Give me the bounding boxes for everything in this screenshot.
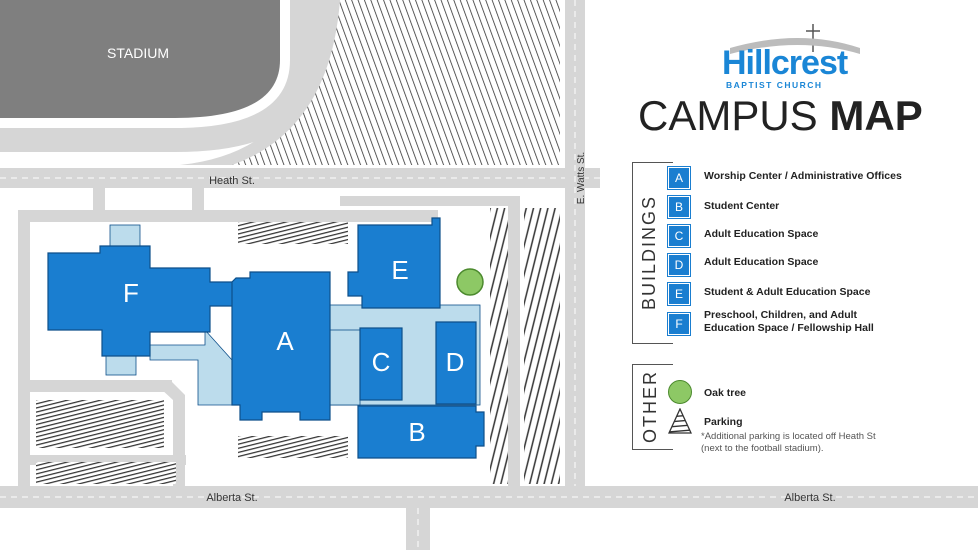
legend-label-b: Student Center [704, 200, 780, 212]
building-label-d: D [446, 347, 465, 377]
legend-key-f: F [668, 313, 690, 335]
building-label-e: E [391, 255, 408, 285]
parking-lot-southwest [36, 400, 164, 448]
page-title: CAMPUS MAP [638, 92, 923, 140]
legend-oak-icon [668, 380, 692, 404]
legend-key-e: E [668, 283, 690, 305]
building-labels: F A E C D B [123, 255, 464, 447]
parking-lot-center-south [238, 436, 348, 458]
legend-label-f-line1: Preschool, Children, and Adult [704, 309, 858, 321]
building-b [357, 405, 485, 459]
logo-wordmark: Hillcrest [722, 44, 848, 82]
road-label-alberta-left: Alberta St. [206, 492, 257, 504]
title-bold: MAP [829, 92, 923, 139]
logo-subtitle: BAPTIST CHURCH [726, 80, 823, 90]
legend-label-e: Student & Adult Education Space [704, 286, 871, 298]
building-d [435, 321, 477, 405]
stadium-label: STADIUM [107, 45, 169, 61]
building-label-c: C [372, 347, 391, 377]
building-a [231, 271, 331, 421]
legend-key-b: B [668, 196, 690, 218]
legend-key-d: D [668, 254, 690, 276]
legend-buildings-bracket [632, 162, 673, 344]
legend-parking-label: Parking [704, 416, 743, 428]
legend-other-heading: OTHER [639, 369, 660, 443]
parking-lot-east-a [490, 208, 508, 484]
stadium: STADIUM [0, 0, 318, 152]
parking-lot-southwest-lower [36, 462, 176, 484]
legend-buildings-heading: BUILDINGS [639, 194, 660, 310]
logo-swoosh-icon [730, 24, 860, 54]
legend-label-f-line2: Education Space / Fellowship Hall [704, 322, 874, 334]
legend-label-a: Worship Center / Administrative Offices [704, 170, 902, 182]
parking-lot-center-north [238, 222, 348, 244]
building-e [347, 217, 441, 309]
parking-lot-east-b [524, 208, 560, 484]
legend-label-c: Adult Education Space [704, 228, 819, 240]
legend-key-a: A [668, 167, 690, 189]
road-label-alberta-right: Alberta St. [784, 492, 835, 504]
legend-parking-icon [668, 408, 692, 434]
parking-lot-north [232, 0, 560, 165]
legend-label-d: Adult Education Space [704, 256, 819, 268]
legend-parking-note: *Additional parking is located off Heath… [701, 431, 876, 454]
legend-other-bracket [632, 364, 673, 450]
title-light: CAMPUS [638, 92, 818, 139]
building-label-f: F [123, 278, 139, 308]
building-label-b: B [408, 417, 425, 447]
legend-key-c: C [668, 225, 690, 247]
legend-oak-label: Oak tree [704, 387, 747, 399]
buildings [47, 217, 485, 459]
building-label-a: A [276, 326, 294, 356]
road-label-heath: Heath St. [209, 175, 255, 187]
building-c [359, 327, 403, 401]
road-label-watts: E. Watts St. [576, 152, 587, 204]
oak-tree-icon [456, 268, 484, 296]
